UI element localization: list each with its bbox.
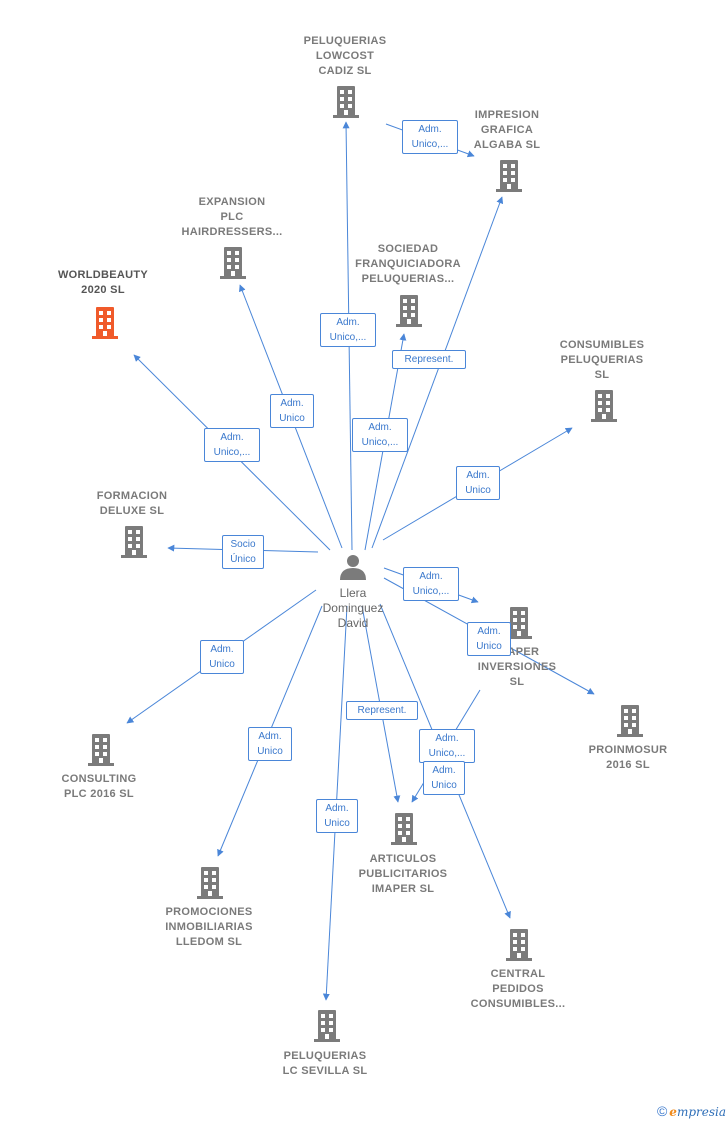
company-label-impresion-grafica-algaba[interactable]: IMPRESION GRAFICA ALGABA SL [473, 109, 541, 151]
company-label-promociones-inmobiliarias-lledom[interactable]: PROMOCIONES INMOBILIARIAS LLEDOM SL [165, 906, 253, 948]
relation-label[interactable]: Represent. [392, 350, 466, 369]
company-label-peluquerias-lc-sevilla[interactable]: PELUQUERIAS LC SEVILLA SL [282, 1050, 368, 1077]
person-icon [340, 568, 366, 580]
copyright-symbol: © [656, 1103, 668, 1119]
company-label-imaper-inversiones[interactable]: IMAPER INVERSIONES SL [477, 646, 557, 688]
building-icon[interactable] [92, 307, 118, 339]
building-icon[interactable] [617, 705, 643, 737]
building-icon[interactable] [197, 867, 223, 899]
building-icon[interactable] [333, 86, 359, 118]
relation-label[interactable]: Adm. Unico,... [403, 567, 459, 601]
building-icon[interactable] [591, 390, 617, 422]
relation-edge-impresion-grafica-algaba [371, 196, 504, 549]
relation-label[interactable]: Adm. Unico,... [402, 120, 458, 154]
building-icon[interactable] [391, 813, 417, 845]
company-label-worldbeauty-2020[interactable]: WORLDBEAUTY 2020 SL [57, 269, 149, 296]
building-icon[interactable] [121, 526, 147, 558]
person-icon-head [347, 555, 359, 567]
building-icon[interactable] [314, 1010, 340, 1042]
company-label-proinmosur-2016[interactable]: PROINMOSUR 2016 SL [588, 744, 668, 771]
person-name[interactable]: Llera Dominguez David [322, 586, 384, 630]
footer-brand: ©empresia [657, 1103, 726, 1119]
relation-label[interactable]: Adm. Unico [467, 622, 511, 656]
company-label-consulting-plc-2016[interactable]: CONSULTING PLC 2016 SL [61, 773, 137, 800]
company-label-sociedad-franquiciadora[interactable]: SOCIEDAD FRANQUICIADORA PELUQUERIAS... [355, 243, 461, 285]
building-icon[interactable] [88, 734, 114, 766]
relation-label[interactable]: Represent. [346, 701, 418, 720]
company-label-formacion-deluxe[interactable]: FORMACION DELUXE SL [96, 490, 168, 517]
relation-label[interactable]: Adm. Unico [248, 727, 292, 761]
relation-label[interactable]: Adm. Unico [270, 394, 314, 428]
relation-label[interactable]: Adm. Unico,... [320, 313, 376, 347]
company-label-central-pedidos-consumibles[interactable]: CENTRAL PEDIDOS CONSUMIBLES... [470, 968, 566, 1010]
company-label-peluquerias-lowcost-cadiz[interactable]: PELUQUERIAS LOWCOST CADIZ SL [303, 35, 387, 77]
relation-label[interactable]: Adm. Unico,... [352, 418, 408, 452]
brand-initial: e [669, 1105, 677, 1119]
company-label-articulos-publicitarios-imaper[interactable]: ARTICULOS PUBLICITARIOS IMAPER SL [358, 853, 448, 895]
building-icon[interactable] [220, 247, 246, 279]
relation-label[interactable]: Socio Único [222, 535, 264, 569]
company-label-expansion-plc-hairdressers[interactable]: EXPANSION PLC HAIRDRESSERS... [181, 196, 283, 238]
relation-label[interactable]: Adm. Unico,... [204, 428, 260, 462]
relation-label[interactable]: Adm. Unico [316, 799, 358, 833]
relation-label[interactable]: Adm. Unico [200, 640, 244, 674]
person-node[interactable] [340, 555, 366, 580]
building-icon[interactable] [506, 929, 532, 961]
building-icon[interactable] [496, 160, 522, 192]
relation-label[interactable]: Adm. Unico,... [419, 729, 475, 763]
relation-label[interactable]: Adm. Unico [423, 761, 465, 795]
relation-label[interactable]: Adm. Unico [456, 466, 500, 500]
company-label-consumibles-peluquerias[interactable]: CONSUMIBLES PELUQUERIAS SL [559, 339, 645, 381]
brand-name: mpresia [676, 1105, 726, 1119]
building-icon[interactable] [396, 295, 422, 327]
